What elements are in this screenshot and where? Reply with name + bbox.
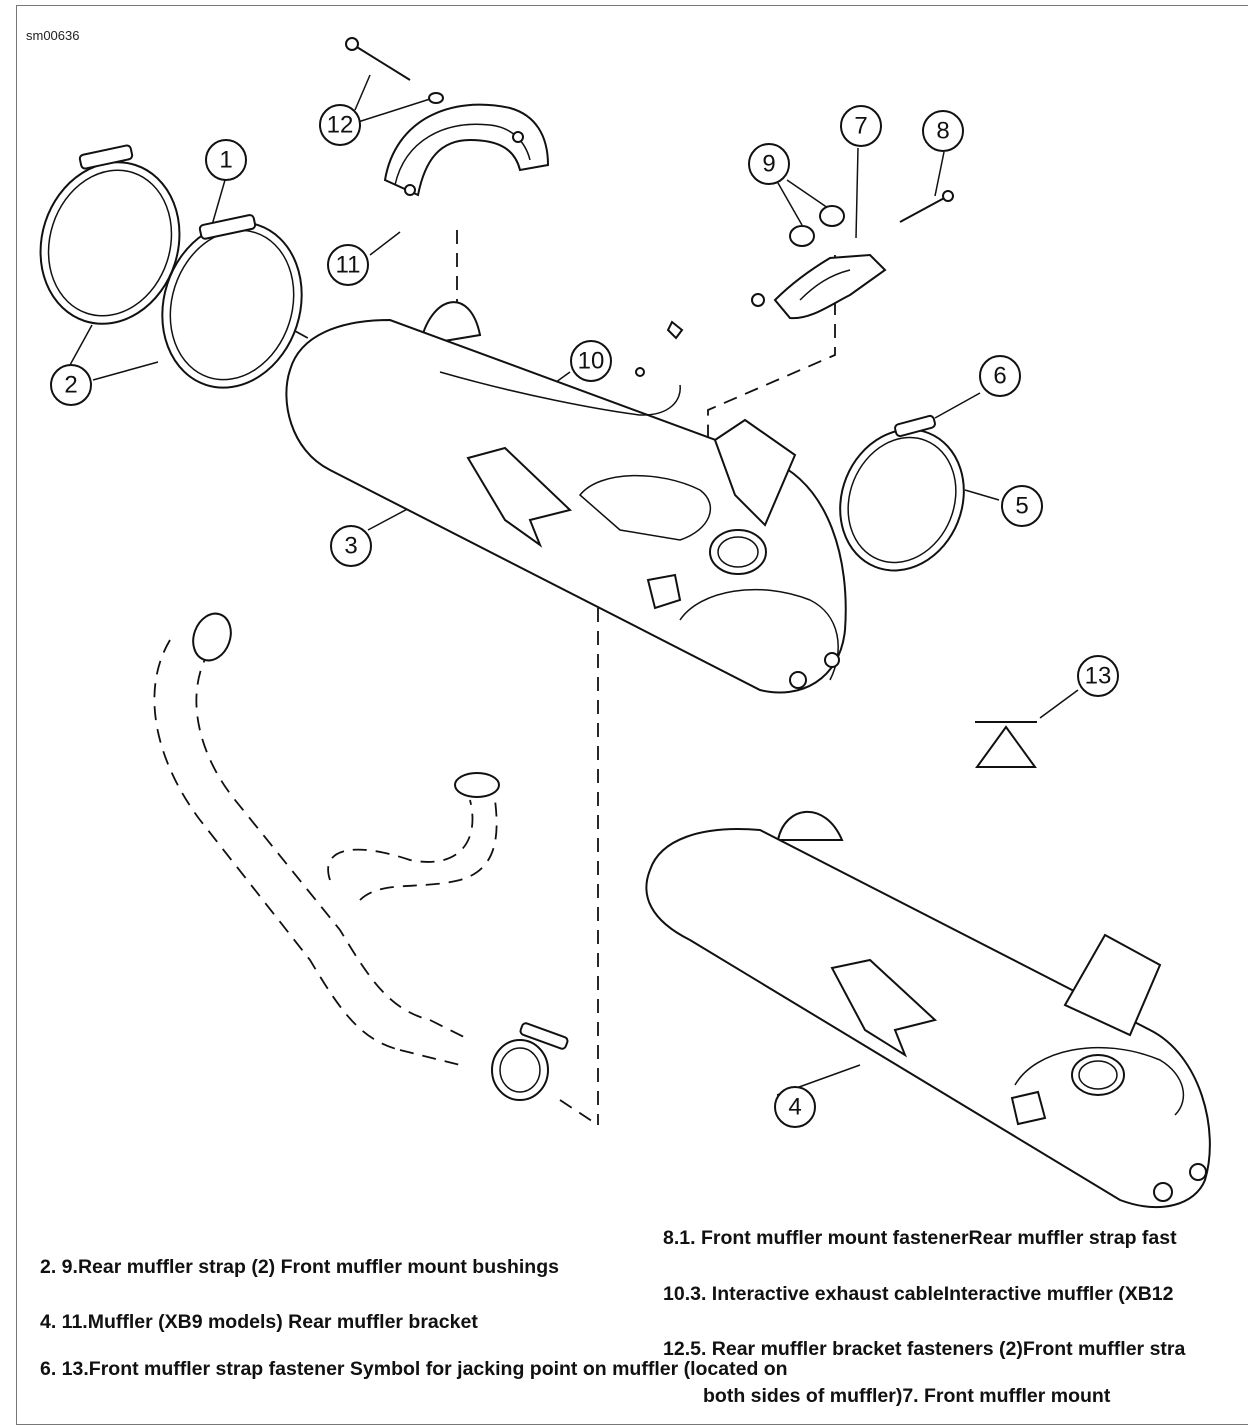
rear-muffler-strap-2 — [39, 144, 181, 325]
callout-4: 4 — [774, 1086, 816, 1128]
svg-text:9: 9 — [762, 151, 775, 178]
callout-8: 8 — [922, 110, 964, 152]
caption-line: 2. 9.Rear muffler strap (2) Front muffle… — [40, 1256, 559, 1278]
svg-text:8: 8 — [936, 118, 949, 145]
callout-10: 10 — [570, 340, 612, 382]
exhaust-header-outline — [153, 612, 569, 1101]
front-muffler-mount-7 — [751, 253, 887, 320]
caption-line: 12.5. Rear muffler bracket fasteners (2)… — [663, 1338, 1186, 1360]
svg-text:5: 5 — [1015, 493, 1028, 520]
leader-lines — [69, 74, 1079, 1096]
front-muffler-strap-fastener-6 — [894, 414, 936, 438]
callout-3: 3 — [330, 525, 372, 567]
caption-line: both sides of muffler)7. Front muffler m… — [703, 1385, 1111, 1407]
interactive-muffler-3 — [285, 301, 847, 694]
svg-text:4: 4 — [788, 1094, 801, 1121]
jacking-point-symbol — [975, 721, 1037, 768]
front-muffler-strap-5 — [839, 428, 965, 572]
rear-muffler-strap-fastener-1 — [161, 214, 303, 389]
muffler-xb9-4 — [645, 810, 1211, 1208]
callout-5: 5 — [1001, 485, 1043, 527]
svg-text:7: 7 — [854, 113, 867, 140]
svg-text:2: 2 — [64, 372, 77, 399]
caption-line: 4. 11.Muffler (XB9 models) Rear muffler … — [40, 1311, 478, 1333]
callout-11: 11 — [327, 244, 369, 286]
callout-13: 13 — [1077, 655, 1119, 697]
exploded-view-diagram: 1 2 3 4 5 6 7 8 9 10 11 12 13 — [39, 37, 1211, 1208]
caption-line: 10.3. Interactive exhaust cableInteracti… — [663, 1283, 1174, 1305]
figure-id: sm00636 — [26, 28, 80, 43]
svg-text:1: 1 — [219, 147, 232, 174]
callout-7: 7 — [840, 105, 882, 147]
callout-9: 9 — [748, 143, 790, 185]
caption-line: 8.1. Front muffler mount fastenerRear mu… — [663, 1227, 1177, 1249]
callout-12: 12 — [319, 104, 361, 146]
callout-2: 2 — [50, 364, 92, 406]
svg-text:13: 13 — [1085, 663, 1112, 690]
rear-muffler-bracket-fasteners-12 — [345, 37, 444, 104]
svg-text:3: 3 — [344, 533, 357, 560]
svg-text:10: 10 — [578, 348, 605, 375]
svg-text:11: 11 — [336, 252, 361, 279]
svg-text:12: 12 — [327, 112, 354, 139]
front-muffler-mount-fastener-8 — [899, 190, 954, 223]
callout-1: 1 — [205, 139, 247, 181]
svg-text:6: 6 — [993, 363, 1006, 390]
rear-muffler-bracket-11 — [383, 103, 550, 197]
callout-6: 6 — [979, 355, 1021, 397]
front-muffler-mount-bushings-9 — [789, 205, 845, 247]
caption-line: 6. 13.Front muffler strap fastener Symbo… — [40, 1358, 788, 1380]
